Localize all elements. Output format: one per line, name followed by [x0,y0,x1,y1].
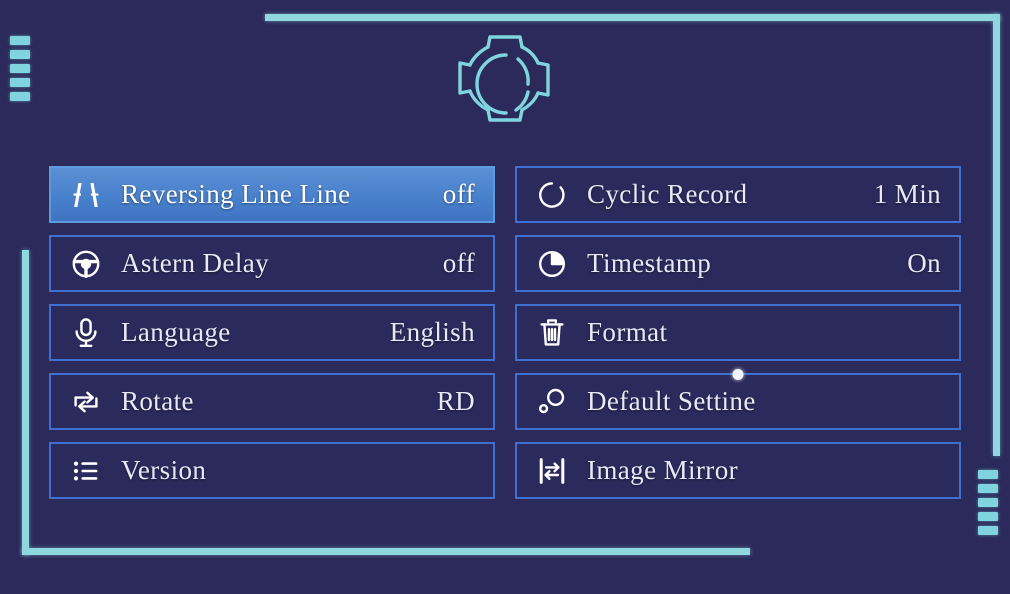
menu-item-astern-delay[interactable]: Astern Delay off [49,235,495,292]
default-settings-icon [533,383,571,421]
menu-item-label: Reversing Line Line [121,179,351,209]
microphone-icon [67,314,105,352]
menu-item-reversing-line-line[interactable]: Reversing Line Line off [49,166,495,223]
list-icon [67,452,105,490]
logo [0,28,1010,145]
frame-left-bracket [22,250,29,555]
reversing-line-icon [67,176,105,214]
menu-item-label: Timestamp [587,248,712,278]
menu-item-language[interactable]: Language English [49,304,495,361]
menu-item-label: Image Mirror [587,455,738,485]
decor-ticks-left [10,36,30,101]
menu-item-value: off [442,179,475,209]
frame-right-bracket [993,14,1000,456]
gear-outline-icon [444,28,566,145]
menu-item-label: Astern Delay [121,248,270,278]
image-mirror-icon [533,452,571,490]
menu-item-value: English [389,317,475,347]
selection-marker-dot [732,369,744,380]
menu-item-value: 1 Min [873,179,941,209]
menu-item-cyclic-record[interactable]: Cyclic Record 1 Min [515,166,961,223]
menu-item-label: Language [121,317,231,347]
menu-item-value: off [442,248,475,278]
frame-top-bracket [265,14,1000,21]
circle-loop-icon [533,176,571,214]
menu-item-default-settine[interactable]: Default Settine [515,369,961,430]
decor-ticks-right [978,470,998,535]
menu-item-value: On [907,248,941,278]
menu-item-timestamp[interactable]: Timestamp On [515,235,961,292]
trash-icon [533,314,571,352]
menu-item-version[interactable]: Version [49,442,495,499]
menu-item-label: Default Settine [587,386,756,416]
menu-item-rotate[interactable]: Rotate RD [49,373,495,430]
steering-wheel-icon [67,245,105,283]
rotate-icon [67,383,105,421]
menu-item-label: Rotate [121,386,194,416]
frame-bottom-bracket [22,548,750,555]
menu-item-image-mirror[interactable]: Image Mirror [515,442,961,499]
menu-item-value: RD [436,386,475,416]
menu-item-label: Cyclic Record [587,179,748,209]
menu-item-format[interactable]: Format [515,304,961,361]
pie-clock-icon [533,245,571,283]
menu-item-label: Format [587,317,668,347]
menu-item-label: Version [121,455,207,485]
